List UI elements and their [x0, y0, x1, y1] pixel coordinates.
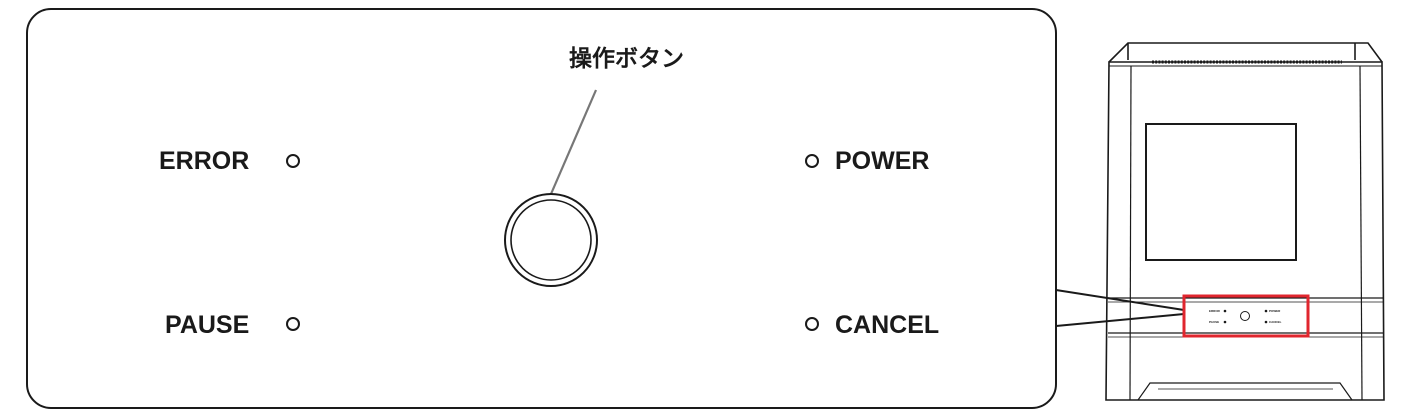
mini-cancel-led-icon [1264, 320, 1268, 324]
pause-led-icon [286, 317, 300, 331]
device-illustration [1105, 42, 1385, 401]
panel-highlight-box [1182, 294, 1310, 338]
mini-cancel-label: CANCEL [1269, 320, 1282, 324]
power-label: POWER [835, 147, 930, 175]
operation-button-callout-label: 操作ボタン [569, 46, 684, 72]
power-led-icon [805, 154, 819, 168]
zoom-connector-top [1055, 289, 1185, 311]
mini-error-led-icon [1223, 309, 1227, 313]
mini-operation-button [1240, 311, 1250, 321]
zoom-connector-bottom [1055, 313, 1185, 327]
pause-label: PAUSE [165, 311, 250, 339]
mini-power-led-icon [1264, 309, 1268, 313]
mini-power-label: POWER [1269, 309, 1281, 313]
error-led-icon [286, 154, 300, 168]
error-label: ERROR [159, 147, 250, 175]
cancel-label: CANCEL [835, 311, 940, 339]
mini-error-label: ERROR [1209, 309, 1221, 313]
device-mini-panel: ERROR PAUSE POWER CANCEL [1209, 309, 1282, 324]
button-callout-leader [549, 89, 598, 195]
operation-button-inner-ring [510, 199, 592, 281]
mini-pause-led-icon [1223, 320, 1227, 324]
mini-pause-label: PAUSE [1209, 320, 1219, 324]
cancel-led-icon [805, 317, 819, 331]
